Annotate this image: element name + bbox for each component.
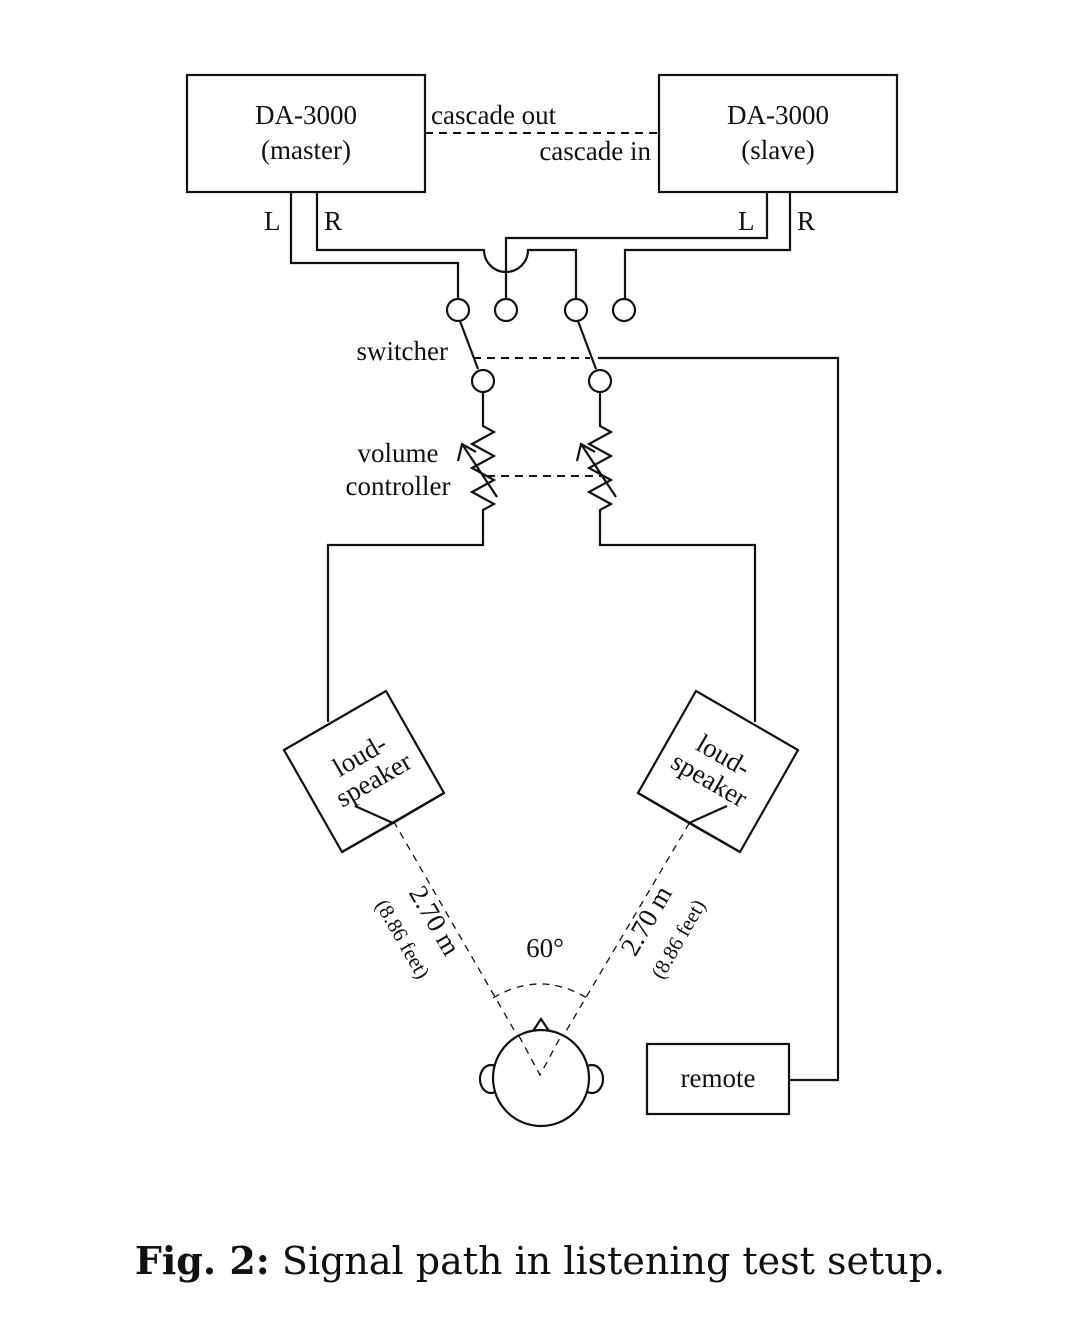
right-volume-wiper-arrowhead — [575, 442, 596, 462]
master-left-wire — [289, 192, 460, 299]
figure-caption: Fig. 2: Signal path in listening test se… — [0, 1238, 1080, 1283]
switcher-output-terminal — [470, 368, 496, 394]
volume-label-line1: volume — [358, 438, 439, 468]
angle-label: 60° — [526, 933, 564, 963]
slave-right-wire — [623, 192, 792, 299]
left-volume-resistor-path — [326, 392, 497, 722]
switcher-input-terminal — [611, 297, 637, 323]
right-volume-resistor-path — [586, 392, 757, 722]
right-volume-wiper-arrow — [580, 443, 617, 498]
left-volume-wiper-arrowhead — [456, 442, 477, 462]
left-loudspeaker: loud- speaker — [282, 689, 446, 854]
angle-arc — [492, 983, 588, 999]
switcher-label: switcher — [357, 336, 448, 366]
master-left-label: L — [264, 206, 281, 236]
master-role-label: (master) — [261, 135, 351, 165]
listener-head — [478, 1017, 605, 1128]
slave-left-wire — [504, 192, 769, 299]
left-sightline — [393, 821, 541, 1076]
figure-caption-text: Signal path in listening test setup. — [281, 1239, 946, 1283]
switcher-input-terminal — [445, 297, 471, 323]
slave-left-label: L — [738, 206, 755, 236]
slave-role-label: (slave) — [741, 135, 814, 165]
master-right-label: R — [324, 206, 342, 236]
remote-label: remote — [681, 1063, 756, 1093]
right-loudspeaker: loud- speaker — [636, 689, 800, 854]
cascade-in-label: cascade in — [539, 136, 651, 166]
switcher-input-terminal — [563, 297, 589, 323]
figure-number: Fig. 2: — [134, 1238, 270, 1283]
remote-control-line — [598, 356, 840, 1082]
switcher-right-lever — [576, 320, 598, 370]
master-model-label: DA-3000 — [255, 100, 357, 130]
volume-label-line2: controller — [346, 471, 451, 501]
slave-unit: DA-3000 (slave) — [657, 73, 899, 194]
slave-model-label: DA-3000 — [727, 100, 829, 130]
switcher-input-terminal — [493, 297, 519, 323]
cascade-out-label: cascade out — [431, 100, 557, 130]
master-right-wire — [315, 192, 578, 299]
left-volume-wiper-arrow — [461, 443, 498, 498]
right-sightline — [539, 821, 691, 1076]
slave-right-label: R — [797, 206, 815, 236]
switcher-output-terminal — [587, 368, 613, 394]
switcher-left-lever — [458, 320, 480, 370]
listener-gaze-lines — [518, 1035, 562, 1077]
remote-unit: remote — [645, 1042, 791, 1116]
master-unit: DA-3000 (master) — [185, 73, 427, 194]
